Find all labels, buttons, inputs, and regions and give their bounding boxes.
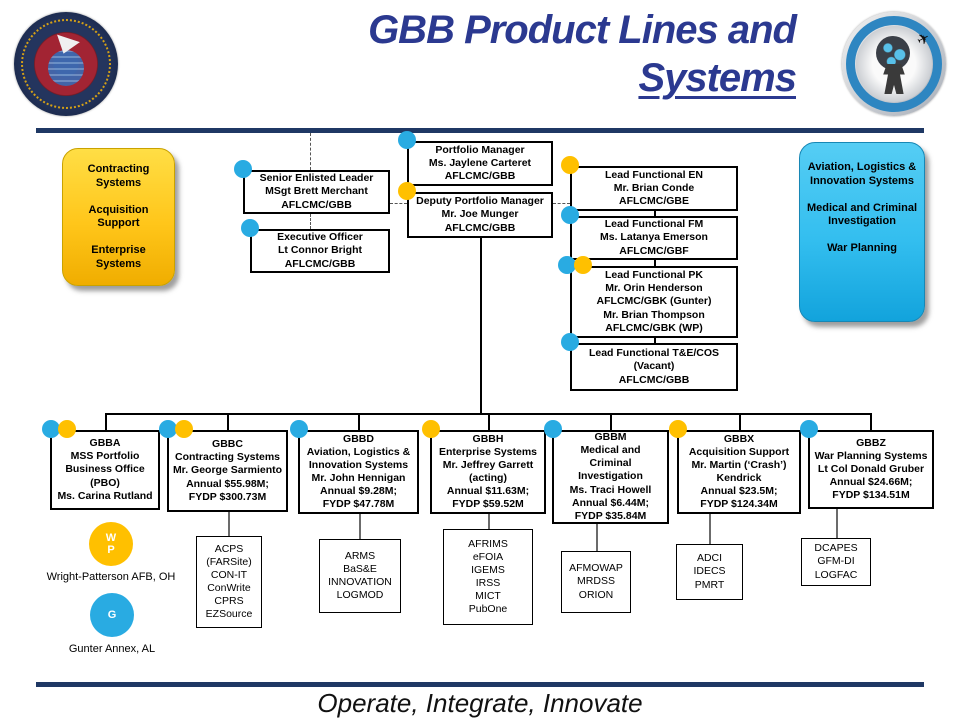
connector-line: [739, 413, 741, 430]
gunter-location-dot: [398, 131, 416, 149]
connector-line: [228, 512, 230, 536]
wright-patterson-legend-label: Wright-Patterson AFB, OH: [46, 571, 176, 583]
connector-line: [709, 514, 711, 544]
header-divider: [36, 128, 924, 133]
wright-patterson-location-dot: [398, 182, 416, 200]
gunter-location-dot: [544, 420, 562, 438]
connector-line: [390, 203, 407, 204]
connector-line: [358, 413, 360, 430]
bes-directorate-seal-icon: ✈: [842, 12, 946, 116]
connector-line: [596, 524, 598, 551]
gunter-legend-label: Gunter Annex, AL: [68, 643, 156, 655]
footer-motto: Operate, Integrate, Innovate: [317, 688, 643, 718]
gunter-location-dot: [241, 219, 259, 237]
product-lines-panel-right: Aviation, Logistics & Innovation Systems…: [799, 142, 925, 322]
gunter-location-dot: [290, 420, 308, 438]
connector-line: [553, 203, 570, 204]
gunter-location-dot: [234, 160, 252, 178]
wright-patterson-location-dot: [669, 420, 687, 438]
wright-patterson-location-dot: [561, 156, 579, 174]
footer-divider: [36, 682, 924, 687]
gunter-location-dot: [159, 420, 177, 438]
page-title-line1: GBB Product Lines and: [368, 8, 797, 52]
aflcmc-seal-icon: [14, 12, 118, 116]
page-title-line2: Systems: [638, 56, 797, 100]
wright-patterson-location-dot: [58, 420, 76, 438]
seal-blue-ring: [846, 16, 942, 112]
connector-line: [610, 413, 612, 430]
wright-patterson-location-dot: [422, 420, 440, 438]
connector-line: [836, 509, 838, 538]
connector-line: [480, 238, 482, 413]
connector-line: [870, 413, 872, 430]
connector-line: [488, 413, 490, 430]
wright-patterson-location-dot: [574, 256, 592, 274]
connector-line: [488, 514, 490, 529]
connector-bus-line: [105, 413, 870, 415]
page-title: GBB Product Lines and Systems: [140, 6, 797, 102]
connector-line: [654, 338, 656, 343]
gunter-location-dot: [561, 333, 579, 351]
connector-line: [654, 211, 656, 216]
globe-icon: [48, 50, 84, 86]
connector-line: [105, 413, 107, 430]
connector-line: [227, 413, 229, 430]
atlas-figure-icon: [883, 64, 905, 94]
connector-line: [310, 133, 311, 170]
connector-line: [654, 260, 656, 266]
wright-patterson-location-dot: [175, 420, 193, 438]
org-box-lead-functional-te-cos: Lead Functional T&E/COS(Vacant)AFLCMC/GB…: [570, 343, 738, 391]
gunter-location-dot: [42, 420, 60, 438]
connector-line: [310, 214, 311, 229]
gunter-location-dot: [558, 256, 576, 274]
seal-gold-ring: [21, 19, 111, 109]
gunter-location-dot: [800, 420, 818, 438]
gunter-location-dot: [561, 206, 579, 224]
gunter-legend-icon: G: [90, 593, 134, 637]
connector-line: [359, 514, 361, 539]
